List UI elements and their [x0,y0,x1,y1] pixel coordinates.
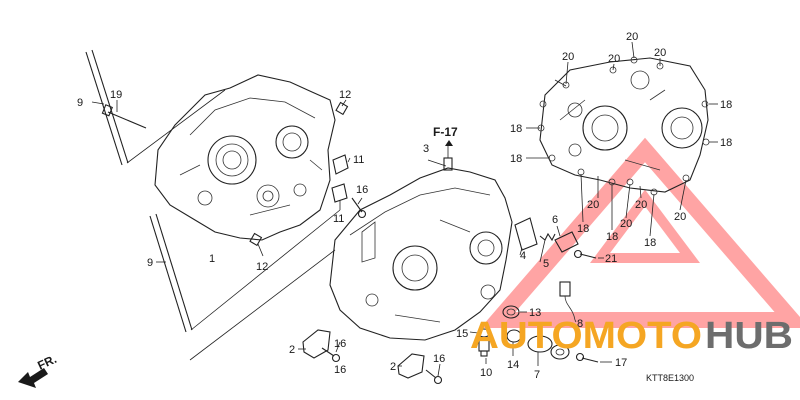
dowel-pin-12-lower [249,232,263,247]
callout-20-h: 20 [674,211,686,223]
callout-19: 19 [110,89,122,101]
callout-20-e: 20 [587,199,599,211]
callout-20-f: 20 [635,199,647,211]
bolt-21 [573,249,597,259]
bracket-11-lower [331,183,348,203]
callout-2-right: 2 [390,361,396,373]
crankcase-inner-view [537,56,710,196]
callout-16-left: 16 [334,338,346,350]
callout-11-upper: 11 [353,154,364,166]
dowel-pin-12-upper [335,101,349,116]
sensor-6 [554,231,579,253]
callout-8: 8 [577,318,583,330]
stud-bolt-upper [85,49,129,166]
bolt-16-left [321,347,341,363]
callout-3: 3 [423,143,429,155]
callout-11-lower: 11 [333,213,344,225]
diagram-code: KTT8E1300 [646,373,694,383]
callout-12-lower: 12 [256,261,268,273]
callout-16-upper: 16 [356,184,368,196]
callout-16-right: 16 [433,353,445,365]
callout-18-a: 18 [720,99,732,111]
callout-2-left: 2 [289,344,295,356]
callout-20-d: 20 [654,47,666,59]
callout-14: 14 [507,359,519,371]
callout-20-c: 20 [626,31,638,43]
callout-18-b: 18 [720,137,732,149]
callout-18-g: 18 [644,237,656,249]
callout-18-f: 18 [606,231,618,243]
bolt-19 [101,104,147,129]
leader-lines [91,41,718,377]
spring-5 [539,232,556,242]
direction-label: FR. [35,352,58,373]
callout-1: 1 [209,253,215,265]
drain-bolt-10 [478,339,490,357]
switch-harness-8 [559,281,576,321]
watermark-brand-part1: AUTOMOTO [470,315,702,357]
right-crankcase [329,157,513,341]
oil-seal-14 [506,329,522,343]
callout-12-upper: 12 [339,89,351,101]
clamp-2-right [397,353,425,379]
watermark-logo: AUTOMOTO HUB [470,315,793,357]
callout-16-bottom: 16 [334,364,346,376]
callout-21: 21 [605,253,617,265]
callout-labels: 9 9 19 12 12 11 11 16 1 3 2 16 16 2 16 4… [77,31,732,381]
bolt-17 [575,352,599,363]
front-direction-arrow-icon [18,368,48,388]
callout-18-c: 18 [510,123,522,135]
watermark-triangle [480,137,800,328]
callout-9-upper: 9 [77,97,83,109]
bolt-16-right [425,369,443,385]
callout-18-e: 18 [577,223,589,235]
watermark-brand-part2: HUB [705,315,793,357]
oil-seal-13 [502,305,520,319]
callout-9-lower: 9 [147,257,153,269]
callout-5: 5 [543,258,549,270]
reference-arrow-icon [445,140,453,146]
callout-6: 6 [552,214,558,226]
stud-bolt-lower [149,213,193,333]
callout-20-b: 20 [608,53,620,65]
bracket-11-upper [332,154,349,175]
callout-7: 7 [534,369,540,381]
callout-20-a: 20 [562,51,574,63]
callout-18-d: 18 [510,153,522,165]
bolt-16-upper [351,197,367,219]
callout-10: 10 [480,367,492,379]
reference-label: F-17 [433,125,458,139]
clamp-2-left [302,329,331,359]
callout-17: 17 [615,357,627,369]
callout-4: 4 [520,250,526,262]
neutral-switch-7 [527,335,570,360]
collar-4 [514,217,538,251]
callout-13: 13 [529,307,541,319]
left-crankcase [154,74,336,241]
callout-15: 15 [456,328,468,340]
callout-20-g: 20 [620,218,632,230]
